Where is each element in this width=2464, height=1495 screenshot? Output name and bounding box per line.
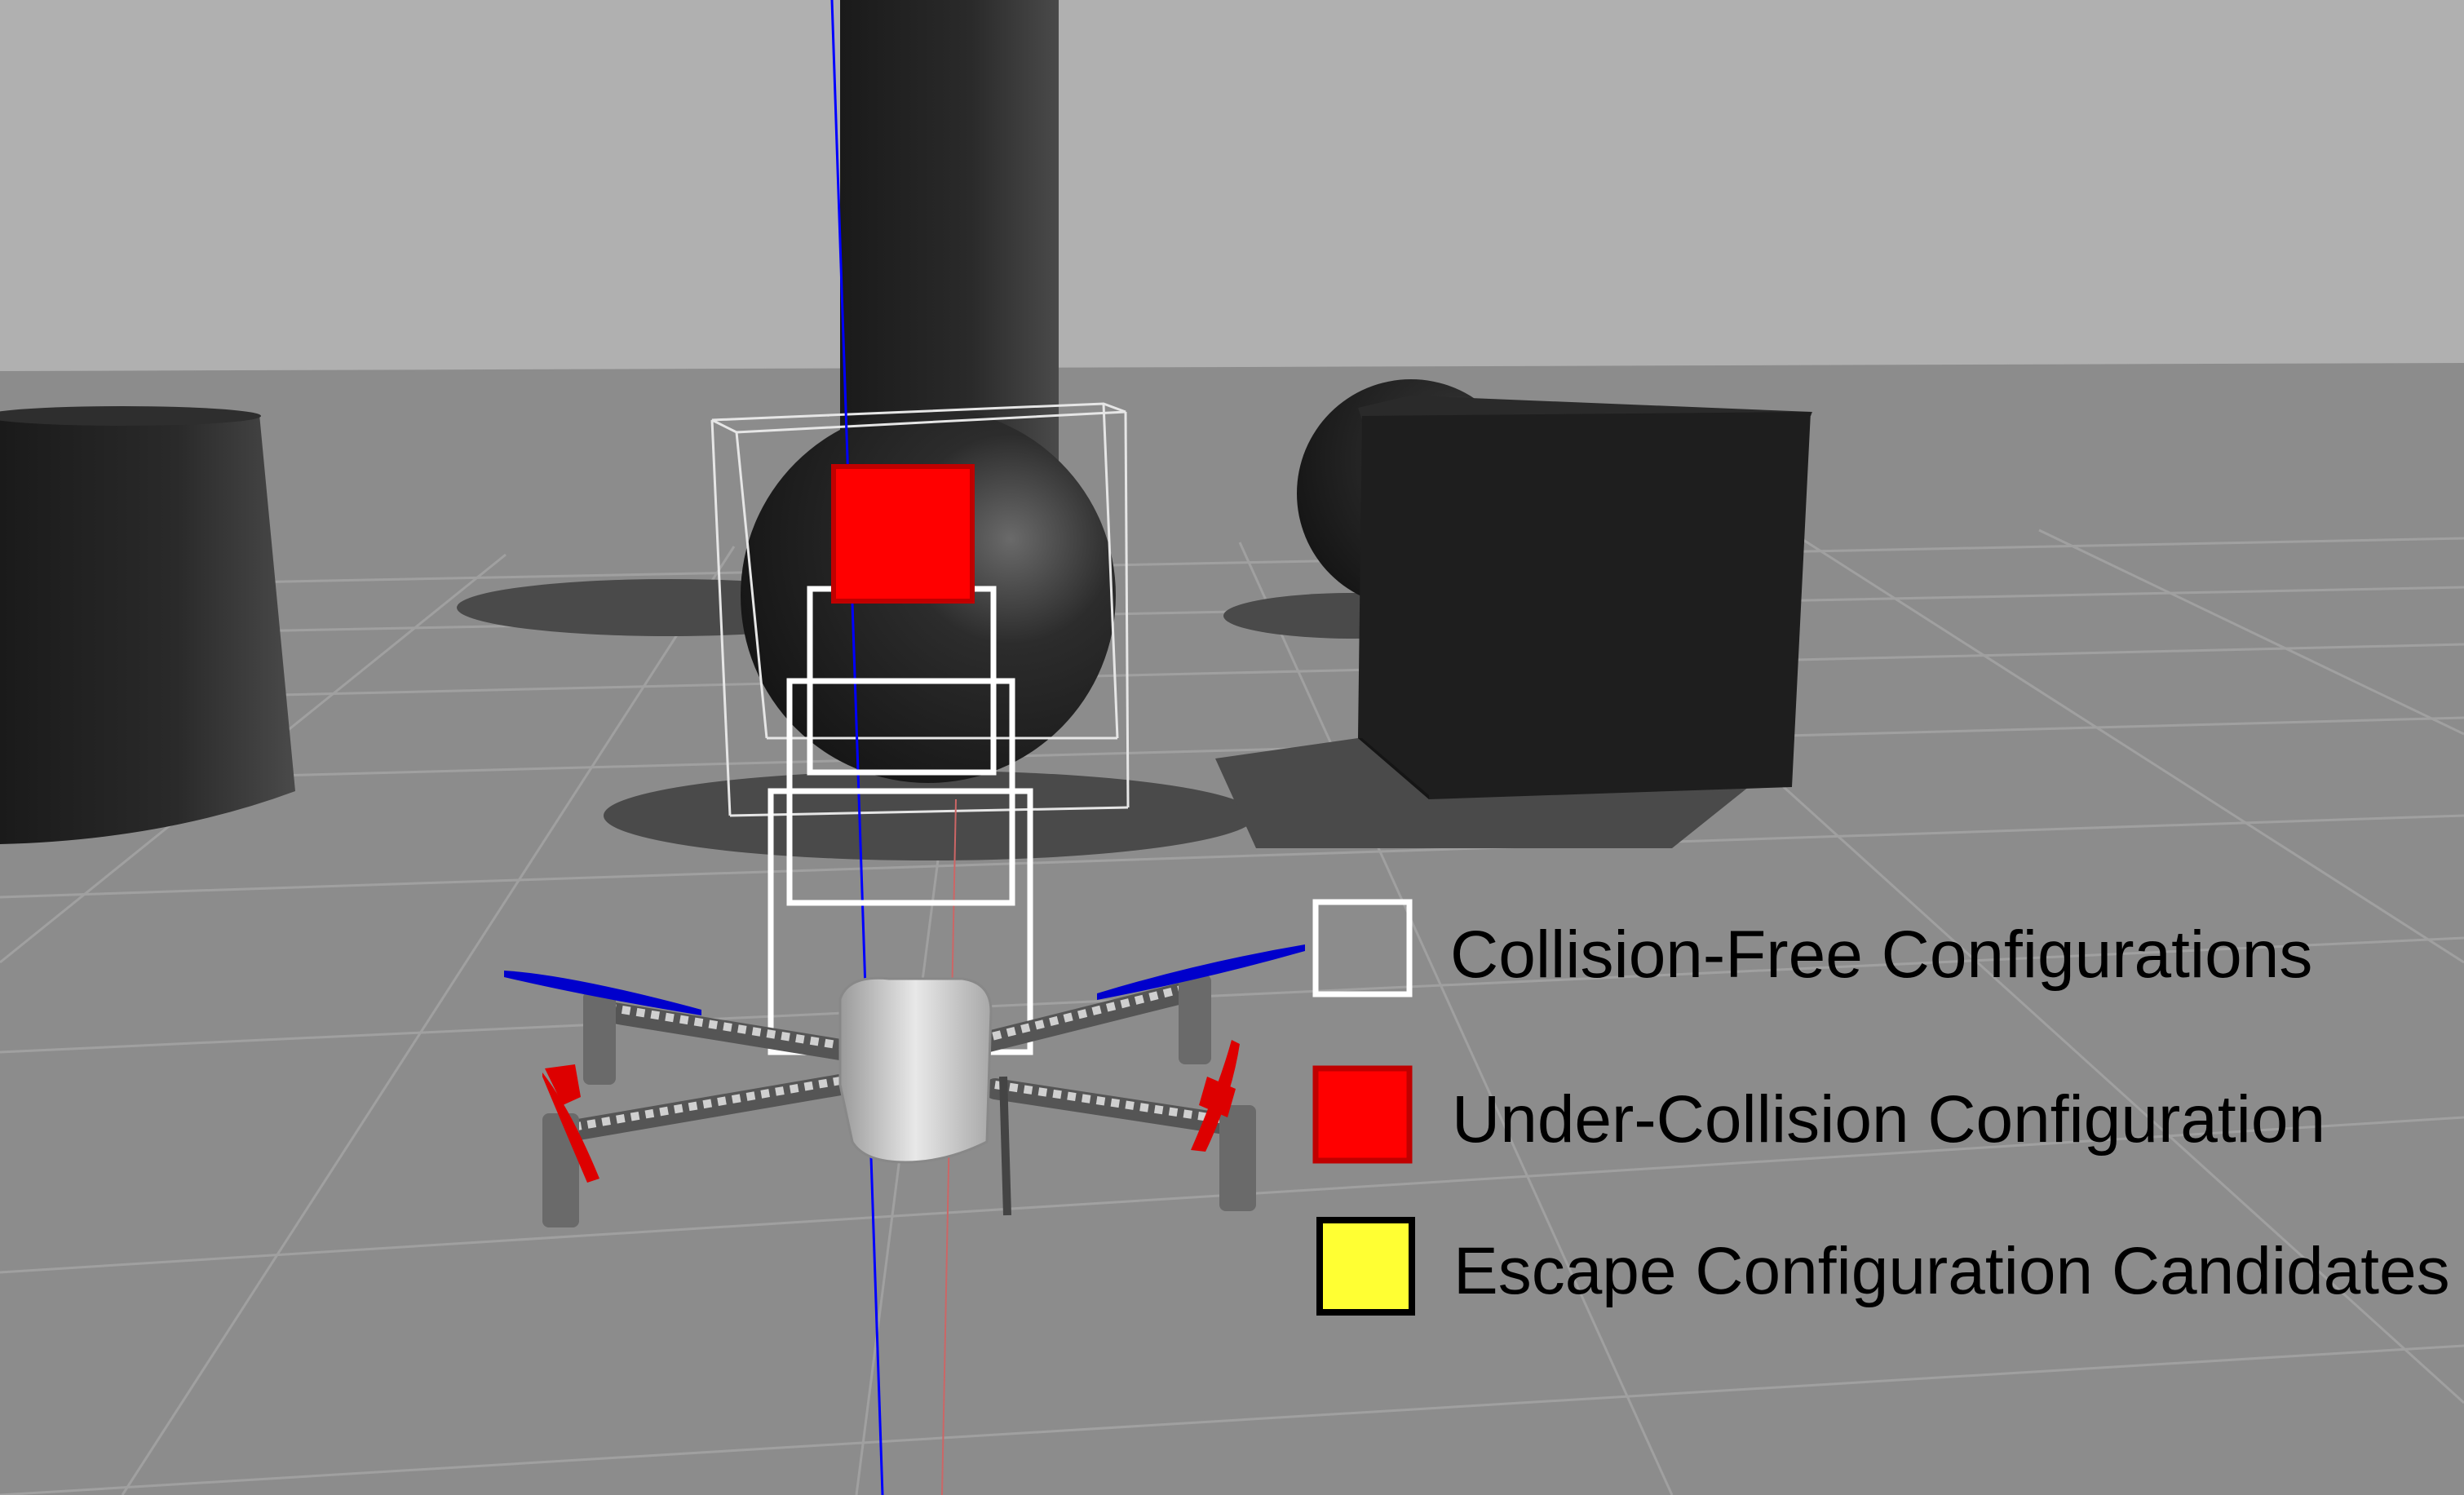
legend-label-collision-free: Collision-Free Configurations — [1450, 918, 2313, 992]
left-cylinder-obstacle — [0, 406, 295, 844]
legend-label-escape-candidates: Escape Configuration Candidates — [1453, 1234, 2450, 1308]
ground-plane — [0, 363, 2464, 1495]
legend-swatch-collision-free — [1312, 899, 1413, 997]
quadrotor — [504, 944, 1305, 1227]
sphere-bounding-box — [710, 402, 1130, 817]
under-collision-box — [831, 464, 975, 604]
legend-label-under-collision: Under-Collision Configuration — [1452, 1082, 2326, 1157]
legend — [1312, 899, 1415, 1316]
sky-background — [0, 0, 2464, 375]
tall-cylinder-obstacle — [840, 0, 1059, 481]
legend-swatch-escape-candidates — [1316, 1217, 1415, 1316]
cube-obstacle — [1358, 396, 1812, 799]
legend-swatch-under-collision — [1312, 1065, 1413, 1164]
z-axis-line — [830, 0, 884, 1495]
